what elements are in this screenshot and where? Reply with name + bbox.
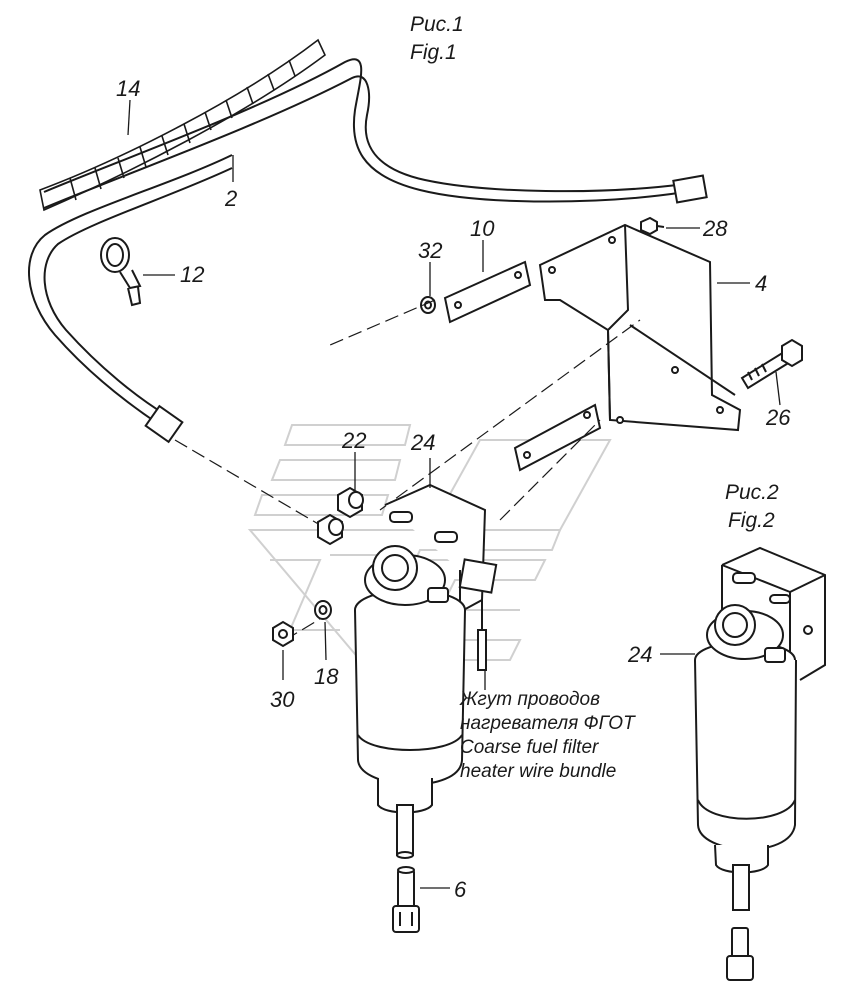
fitting-22 (317, 486, 364, 546)
hose-clip (100, 237, 142, 307)
callout-24-fig2: 24 (628, 642, 653, 667)
shim-plate (443, 260, 602, 472)
callout-26: 26 (766, 405, 791, 430)
leader-lines (127, 99, 781, 889)
callout-24: 24 (411, 430, 436, 455)
figure1-title-ru: Рис.1 (410, 13, 464, 36)
callout-30: 30 (270, 687, 295, 712)
callout-6: 6 (454, 877, 467, 902)
fuel-filter-fig1 (354, 483, 498, 859)
callout-2: 2 (225, 186, 238, 211)
bolt-28 (640, 216, 665, 236)
callout-4: 4 (755, 271, 768, 296)
callout-32: 32 (418, 238, 443, 263)
figure2-title-ru: Рис.2 (725, 481, 779, 504)
callout-12: 12 (180, 262, 205, 287)
hose-connector (144, 174, 708, 444)
callout-28: 28 (703, 216, 728, 241)
fuel-filter-fig2 (694, 546, 826, 981)
figure2-title-en: Fig.2 (728, 509, 775, 532)
note-line-3: Coarse fuel filter (460, 737, 599, 758)
nut-30 (272, 620, 294, 648)
adapter-6 (392, 866, 420, 933)
note-line-2: нагревателя ФГОТ (460, 713, 635, 734)
mounting-bracket (538, 223, 742, 432)
spiral-wrap (39, 38, 326, 212)
figure1-title-en: Fig.1 (410, 41, 457, 64)
bolt-26 (740, 338, 803, 390)
note-line-1: Жгут проводов (460, 689, 601, 710)
callout-10: 10 (470, 216, 495, 241)
callout-22: 22 (342, 428, 367, 453)
callout-18: 18 (314, 664, 339, 689)
callout-14: 14 (116, 76, 141, 101)
fuel-hose (28, 58, 686, 426)
washer-18 (314, 600, 332, 620)
note-line-4: heater wire bundle (460, 761, 617, 782)
